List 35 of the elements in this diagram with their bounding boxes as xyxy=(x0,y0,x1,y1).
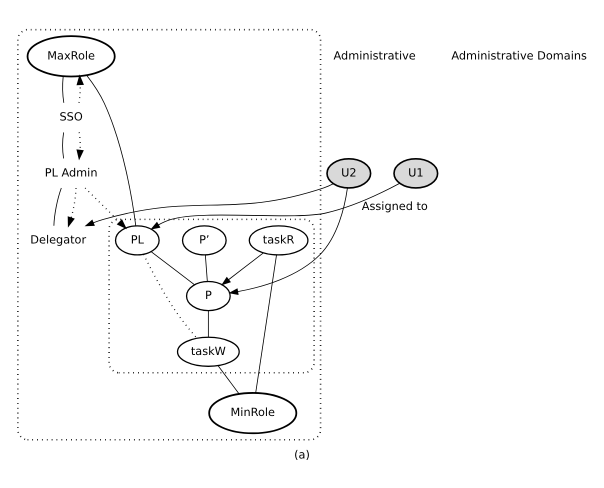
arrow xyxy=(84,188,127,230)
node-ellipse: U2 xyxy=(326,158,372,189)
connector xyxy=(62,76,64,104)
arrow xyxy=(68,188,77,228)
arrow xyxy=(150,182,400,230)
node-text: SSO xyxy=(60,110,83,124)
legend-label: Administrative Domains xyxy=(451,49,587,62)
node-ellipse: P xyxy=(186,280,231,312)
arrow xyxy=(76,74,84,103)
edge-label: Assigned to xyxy=(362,200,428,213)
arrow xyxy=(84,183,334,226)
arrow xyxy=(76,132,84,160)
node-ellipse: MinRole xyxy=(208,392,298,434)
connector xyxy=(53,188,62,226)
arrow xyxy=(221,252,264,286)
legend-label: Administrative xyxy=(334,49,416,62)
node-text: PL Admin xyxy=(44,166,98,180)
node-ellipse: taskR xyxy=(248,225,309,256)
node-ellipse: P’ xyxy=(182,225,227,256)
cluster xyxy=(17,28,322,441)
node-ellipse: U1 xyxy=(393,158,438,189)
caption: (a) xyxy=(294,448,310,462)
node-ellipse: taskW xyxy=(176,336,240,367)
connector xyxy=(208,310,209,338)
connector xyxy=(150,251,195,286)
connector xyxy=(62,132,64,159)
node-ellipse: PL xyxy=(114,225,160,256)
connector xyxy=(204,254,208,282)
node-ellipse: MaxRole xyxy=(26,35,116,78)
connector xyxy=(86,74,136,226)
arrow xyxy=(228,188,348,295)
node-text: Delegator xyxy=(30,233,86,246)
connector xyxy=(143,254,198,338)
connector xyxy=(255,254,277,394)
connector xyxy=(218,365,240,394)
